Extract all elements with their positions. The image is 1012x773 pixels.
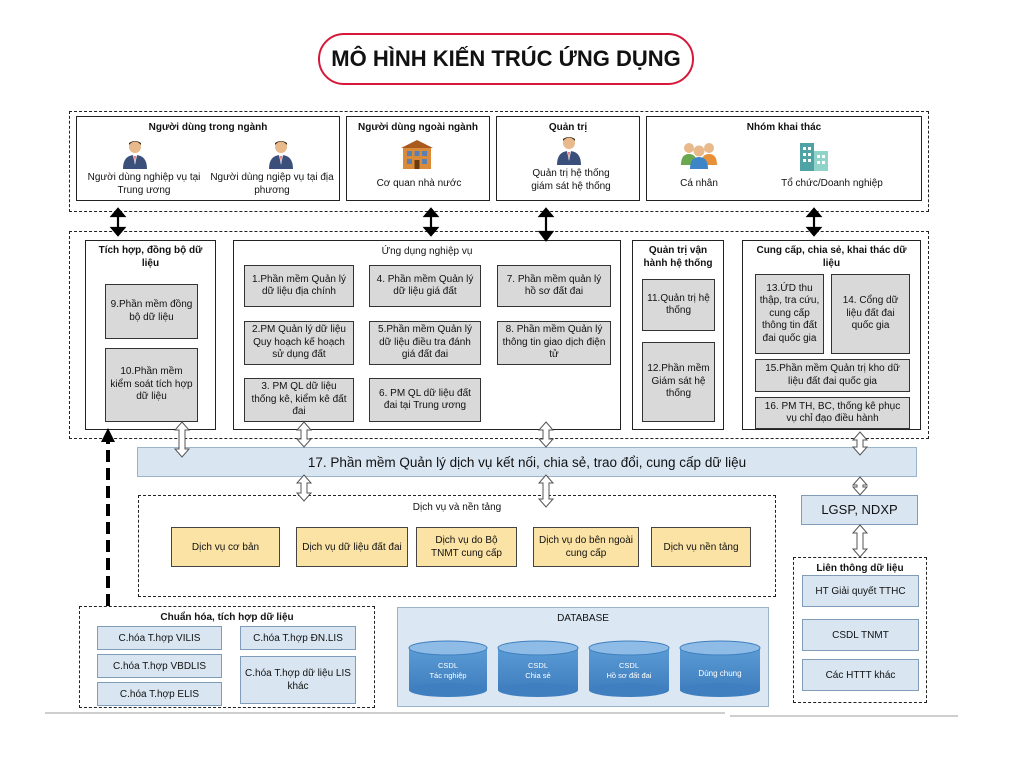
reporting-box: 16. PM TH, BC, thống kê phục vụ chỉ đạo … bbox=[755, 397, 910, 429]
portal-box: 14. Cổng dữ liệu đất đai quốc gia bbox=[831, 274, 910, 354]
db-line2: Chia sẻ bbox=[525, 671, 550, 680]
double-arrow-icon bbox=[805, 207, 823, 237]
business-apps-header: Ứng dụng nghiệp vụ bbox=[381, 246, 473, 257]
hollow-double-arrow-icon bbox=[537, 474, 555, 508]
double-arrow-icon bbox=[422, 207, 440, 237]
app-box: 8. Phần mềm Quản lý thông tin giao dịch … bbox=[497, 321, 611, 365]
db-line1: CSDL bbox=[619, 661, 639, 670]
state-agency-label: Cơ quan nhà nước bbox=[376, 178, 462, 189]
hollow-double-arrow-icon bbox=[851, 431, 869, 456]
database-cylinder: CSDL Tác nghiệp bbox=[408, 640, 488, 697]
warehouse-admin-box: 15.Phần mềm Quản trị kho dữ liệu đất đai… bbox=[755, 359, 910, 392]
central-user-label: Người dùng nghiệp vụ tại Trung ương bbox=[87, 172, 201, 196]
admin-label: Quản trị hệ thống giám sát hệ thống bbox=[531, 168, 611, 192]
internal-users-header: Người dùng trong ngành bbox=[148, 122, 268, 133]
hollow-double-arrow-icon bbox=[851, 524, 869, 558]
admin-user-icon bbox=[555, 135, 583, 165]
lookup-app-box: 13.ỨD thu thập, tra cứu, cung cấp thông … bbox=[755, 274, 824, 354]
provision-panel: Cung cấp, chia sẻ, khai thác dữ liệu 13.… bbox=[742, 240, 921, 430]
vbdlis-box: C.hóa T.hợp VBDLIS bbox=[97, 654, 222, 678]
other-lis-box: C.hóa T.hợp dữ liệu LIS khác bbox=[240, 656, 356, 704]
db-line2: Hồ sơ đất đai bbox=[607, 671, 652, 680]
database-cylinder: CSDL Hồ sơ đất đai bbox=[588, 640, 670, 697]
page-title: MÔ HÌNH KIẾN TRÚC ỨNG DỤNG bbox=[318, 33, 694, 85]
external-service-box: Dịch vụ do bên ngoài cung cấp bbox=[533, 527, 639, 567]
system-admin-box: 11.Quản trị hệ thống bbox=[642, 279, 715, 331]
ministry-service-box: Dịch vụ do Bộ TNMT cung cấp bbox=[416, 527, 517, 567]
organization-label: Tổ chức/Doanh nghiệp bbox=[781, 178, 883, 189]
sync-software-box: 9.Phần mềm đồng bộ dữ liệu bbox=[105, 284, 198, 339]
standardize-region: Chuẩn hóa, tích hợp dữ liệu bbox=[79, 606, 375, 708]
company-building-icon bbox=[797, 139, 831, 171]
hollow-double-arrow-icon bbox=[295, 474, 313, 502]
app-box: 6. PM QL dữ liệu đất đai tại Trung ương bbox=[369, 378, 481, 422]
app-box: 2.PM Quản lý dữ liệu Quy hoạch kế hoạch … bbox=[244, 321, 354, 365]
tnmt-database-box: CSDL TNMT bbox=[802, 619, 919, 651]
users-region bbox=[69, 111, 929, 212]
app-box: 1.Phần mềm Quản lý dữ liệu địa chính bbox=[244, 265, 354, 307]
app-box: 3. PM QL dữ liệu thống kê, kiểm kê đất đ… bbox=[244, 378, 354, 422]
other-systems-box: Các HTTT khác bbox=[802, 659, 919, 691]
integration-control-box: 10.Phần mềm kiểm soát tích hợp dữ liệu bbox=[105, 348, 198, 422]
operations-header: Quản trị vận hành hệ thống bbox=[643, 245, 713, 269]
database-header: DATABASE bbox=[557, 613, 609, 624]
admin-panel: Quản trị Quản trị hệ thống giám sát hệ t… bbox=[496, 116, 640, 201]
local-user-label: Người dùng ngiệp vụ tại địa phương bbox=[210, 172, 334, 196]
app-box: 4. Phần mềm Quản lý dữ liệu giá đất bbox=[369, 265, 481, 307]
hollow-double-arrow-icon bbox=[295, 421, 313, 448]
hollow-double-arrow-icon bbox=[173, 421, 191, 458]
land-data-service-box: Dịch vụ dữ liệu đất đai bbox=[296, 527, 408, 567]
platform-service-box: Dịch vụ nền tảng bbox=[651, 527, 751, 567]
double-arrow-icon bbox=[109, 207, 127, 237]
exploit-panel: Nhóm khai thác Cá nhân Tổ chức/Doanh ngh… bbox=[646, 116, 922, 201]
user-icon bbox=[121, 139, 149, 169]
db-line2: Dùng chung bbox=[698, 669, 741, 678]
standardize-header: Chuẩn hóa, tích hợp dữ liệu bbox=[160, 612, 294, 623]
integration-panel: Tích hợp, đồng bộ dữ liệu 9.Phần mềm đồn… bbox=[85, 240, 216, 430]
db-line2: Tác nghiệp bbox=[429, 671, 466, 680]
external-users-header: Người dùng ngoài ngành bbox=[358, 122, 478, 133]
elis-box: C.hóa T.hợp ELIS bbox=[97, 682, 222, 706]
monitoring-box: 12.Phần mềm Giám sát hệ thống bbox=[642, 342, 715, 422]
basic-service-box: Dịch vụ cơ bản bbox=[171, 527, 280, 567]
people-group-icon bbox=[679, 139, 719, 169]
hollow-double-arrow-icon bbox=[851, 476, 869, 496]
internal-users-panel: Người dùng trong ngành Người dùng nghiệp… bbox=[76, 116, 340, 201]
database-cylinder: CSDL Chia sẻ bbox=[497, 640, 579, 697]
user-icon bbox=[267, 139, 295, 169]
admin-header: Quản trị bbox=[548, 122, 588, 133]
integration-header: Tích hợp, đồng bộ dữ liệu bbox=[98, 245, 203, 269]
applications-region bbox=[69, 231, 929, 439]
db-line1: CSDL bbox=[528, 661, 548, 670]
business-apps-panel: Ứng dụng nghiệp vụ 1.Phần mềm Quản lý dữ… bbox=[233, 240, 621, 430]
double-arrow-icon bbox=[537, 207, 555, 242]
interlink-header: Liên thông dữ liệu bbox=[816, 563, 904, 574]
services-header: Dịch vụ và nền tảng bbox=[412, 502, 502, 513]
lgsp-ndxp-box: LGSP, NDXP bbox=[801, 495, 918, 525]
vilis-box: C.hóa T.hợp VILIS bbox=[97, 626, 222, 650]
database-cylinder: Dùng chung bbox=[679, 640, 761, 697]
app-box: 5.Phần mềm Quản lý dữ liệu điều tra đánh… bbox=[369, 321, 481, 365]
operations-panel: Quản trị vận hành hệ thống 11.Quản trị h… bbox=[632, 240, 724, 430]
connection-service-bar: 17. Phần mềm Quản lý dịch vụ kết nối, ch… bbox=[137, 447, 917, 477]
dnlis-box: C.hóa T.hợp ĐN.LIS bbox=[240, 626, 356, 650]
hollow-double-arrow-icon bbox=[537, 421, 555, 448]
provision-header: Cung cấp, chia sẻ, khai thác dữ liệu bbox=[756, 245, 907, 269]
upward-dashed-arrow-icon bbox=[101, 428, 115, 606]
building-icon bbox=[399, 139, 435, 169]
external-users-panel: Người dùng ngoài ngành Cơ quan nhà nước bbox=[346, 116, 490, 201]
db-line1: CSDL bbox=[438, 661, 458, 670]
admin-procedure-box: HT Giải quyết TTHC bbox=[802, 575, 919, 607]
individual-label: Cá nhân bbox=[680, 178, 718, 189]
exploit-header: Nhóm khai thác bbox=[746, 122, 822, 133]
services-region: Dịch vụ và nền tảng bbox=[138, 495, 776, 597]
app-box: 7. Phần mềm quản lý hồ sơ đất đai bbox=[497, 265, 611, 307]
